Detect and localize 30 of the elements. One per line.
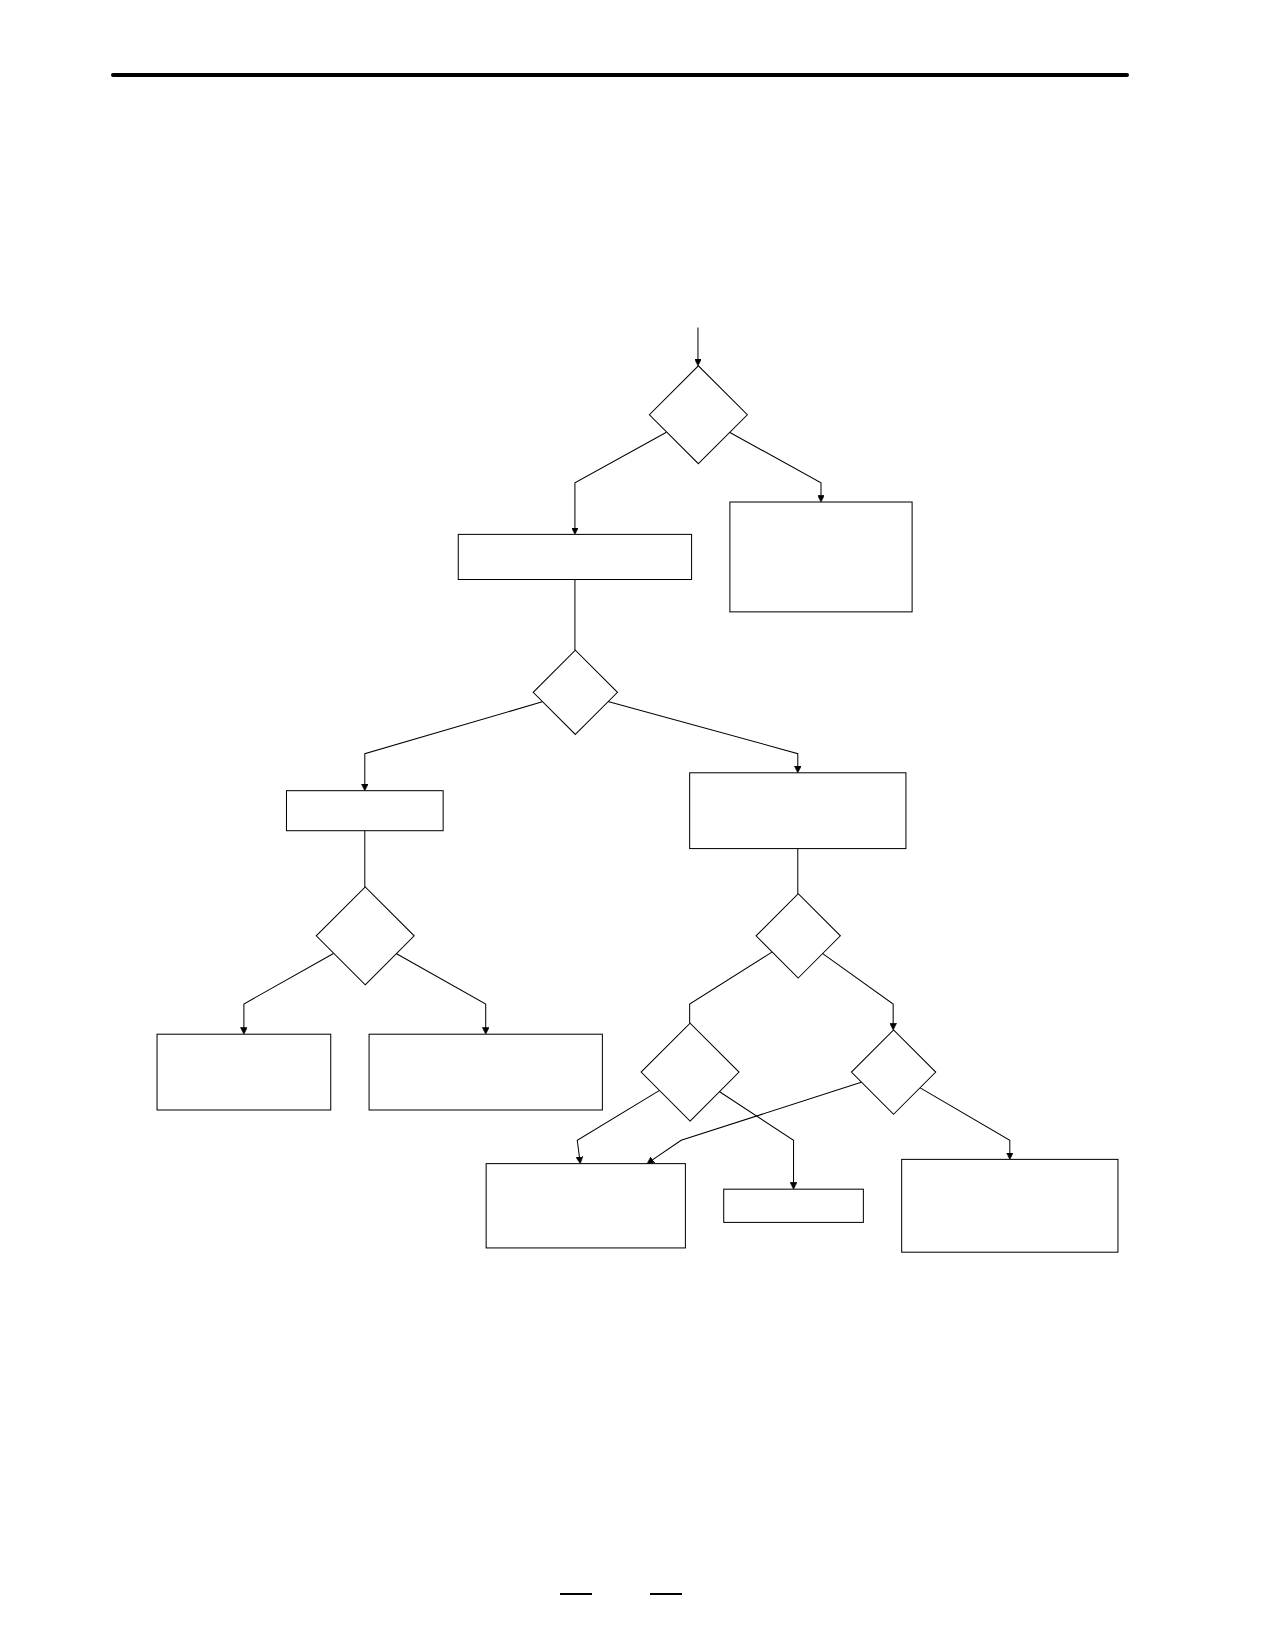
connector — [797, 848, 799, 895]
arrow — [575, 1090, 660, 1164]
arrow — [361, 701, 543, 791]
arrow — [694, 326, 702, 367]
arrow — [646, 1081, 862, 1164]
arrow — [919, 1087, 1014, 1160]
arrow — [821, 952, 897, 1031]
node-diamond — [850, 1029, 937, 1115]
node-box — [368, 1033, 603, 1111]
node-box — [285, 790, 444, 832]
node-box — [723, 1188, 864, 1223]
node-diamond — [648, 365, 749, 465]
node-box — [729, 501, 913, 613]
arrow — [240, 953, 334, 1035]
connector — [574, 579, 576, 651]
connector — [689, 951, 773, 1024]
node-diamond — [315, 886, 415, 986]
node-box — [901, 1158, 1119, 1253]
node-diamond — [640, 1022, 740, 1122]
node-box — [457, 533, 693, 580]
node-box — [156, 1033, 332, 1111]
arrow — [718, 1091, 798, 1190]
arrow — [395, 953, 490, 1035]
node-box — [689, 772, 907, 850]
arrow — [728, 431, 825, 503]
connector — [364, 830, 366, 888]
node-diamond — [532, 649, 619, 736]
arrow — [571, 431, 667, 535]
node-diamond — [755, 893, 842, 979]
node-box — [485, 1163, 686, 1249]
